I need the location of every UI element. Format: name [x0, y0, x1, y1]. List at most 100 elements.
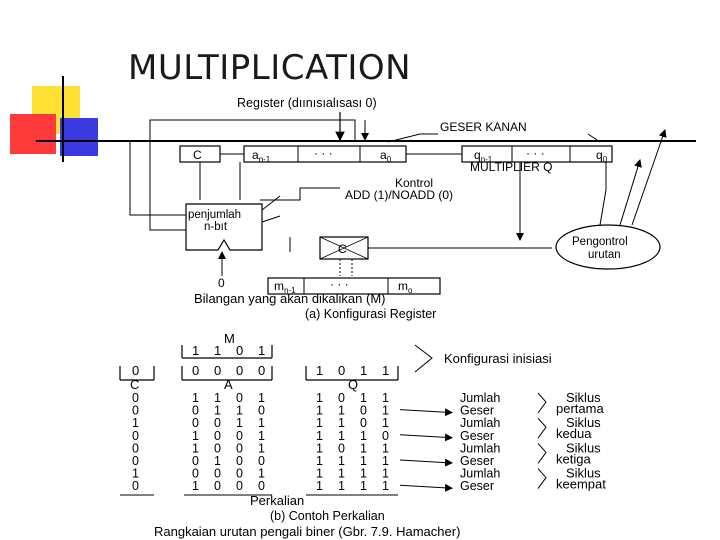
row-q-bit: 1 — [338, 467, 345, 481]
cycle-label-1: Siklus — [566, 390, 601, 405]
operation-label: Geser — [460, 454, 494, 468]
row-q-bit: 1 — [316, 441, 323, 455]
row-q-bit: 0 — [360, 404, 367, 418]
row-a-bit: 0 — [236, 454, 243, 468]
a-low-label: a — [380, 148, 387, 162]
m-bit: 1 — [192, 343, 199, 358]
a-low-sub: 0 — [387, 155, 392, 164]
row-q-bit: 0 — [338, 391, 345, 405]
row-q-bit: 1 — [360, 467, 367, 481]
adder-label-2: n-bıt — [204, 221, 228, 233]
control-label: Kontrol — [395, 176, 433, 190]
cycle-label-2: pertama — [556, 401, 604, 416]
mux-label: C — [338, 242, 347, 256]
row-c-bit: 0 — [132, 441, 139, 455]
row-q-bit: 1 — [316, 454, 323, 468]
cycle-label-2: kedua — [556, 426, 592, 441]
operation-label: Geser — [460, 404, 494, 418]
m-bit: 1 — [214, 343, 221, 358]
row-a-bit: 0 — [214, 467, 221, 481]
m-header: M — [224, 331, 235, 346]
cycle-label-2: keempat — [556, 477, 606, 492]
row-c-bit: 1 — [132, 416, 139, 430]
row-q-bit: 1 — [382, 404, 389, 418]
row-q-bit: 1 — [382, 467, 389, 481]
row-q-bit: 1 — [316, 404, 323, 418]
row-a-bit: 1 — [192, 391, 199, 405]
row-q-bit: 1 — [382, 454, 389, 468]
row-q-bit: 1 — [360, 454, 367, 468]
row-c-bit: 0 — [132, 391, 139, 405]
init-q-bit: 1 — [382, 363, 389, 378]
operation-label: Jumlah — [460, 467, 500, 481]
m-bit: 1 — [258, 343, 265, 358]
seq-ctrl-label-1: Pengontrol — [572, 236, 628, 248]
row-a-bit: 0 — [192, 404, 199, 418]
row-a-bit: 1 — [236, 416, 243, 430]
cycle-label-1: Siklus — [566, 466, 601, 481]
m-high-label: m — [274, 279, 284, 293]
seq-ctrl-label-2: urutan — [588, 249, 621, 261]
svg-text:a0: a0 — [380, 148, 392, 164]
deco-red-square — [10, 114, 56, 154]
row-q-bit: 1 — [338, 416, 345, 430]
cycle-label-2: ketiga — [556, 451, 591, 466]
row-q-bit: 1 — [360, 441, 367, 455]
caption-a: (a) Konfigurasi Register — [305, 307, 436, 321]
row-a-bit: 0 — [192, 416, 199, 430]
c-header: C — [130, 377, 139, 392]
row-a-bit: 0 — [236, 429, 243, 443]
row-a-bit: 0 — [236, 467, 243, 481]
row-a-bit: 1 — [192, 429, 199, 443]
svg-text:mn-1: mn-1 — [274, 279, 296, 295]
row-a-bit: 0 — [236, 391, 243, 405]
row-a-bit: 1 — [258, 441, 265, 455]
q-high-sub: n-1 — [481, 155, 493, 164]
a-high-sub: n-1 — [259, 155, 271, 164]
row-a-bit: 0 — [214, 441, 221, 455]
row-a-bit: 0 — [192, 467, 199, 481]
row-a-bit: 0 — [258, 479, 265, 493]
row-q-bit: 1 — [338, 404, 345, 418]
shift-right-label: GESER KANAN — [440, 120, 527, 134]
m-register — [267, 277, 441, 295]
row-a-bit: 1 — [214, 404, 221, 418]
row-a-bit: 1 — [214, 454, 221, 468]
init-config-label: Konfigurasi inisiasi — [444, 351, 552, 366]
carry-in: 0 — [218, 276, 225, 290]
operation-label: Jumlah — [460, 416, 500, 430]
init-q-bit: 0 — [338, 363, 345, 378]
a-high-label: a — [252, 148, 259, 162]
q-high-label: q — [474, 148, 481, 162]
adder-label-1: penjumlah — [188, 209, 241, 221]
row-q-bit: 1 — [382, 391, 389, 405]
row-q-bit: 1 — [316, 391, 323, 405]
row-c-bit: 0 — [132, 479, 139, 493]
slide-title: MULTIPLICATION — [128, 48, 412, 88]
footer-caption: Rangkaian urutan pengali biner (Gbr. 7.9… — [154, 524, 460, 539]
m-high-sub: n-1 — [284, 286, 296, 295]
row-a-bit: 1 — [258, 467, 265, 481]
cycle-label-1: Siklus — [566, 440, 601, 455]
row-q-bit: 0 — [360, 416, 367, 430]
row-q-bit: 1 — [360, 391, 367, 405]
row-a-bit: 0 — [192, 454, 199, 468]
row-a-bit: 1 — [192, 441, 199, 455]
operation-label: Geser — [460, 429, 494, 443]
row-q-bit: 1 — [316, 429, 323, 443]
row-q-bit: 1 — [338, 454, 345, 468]
svg-text:an-1: an-1 — [252, 148, 271, 164]
q-header: Q — [348, 377, 358, 392]
row-q-bit: 1 — [316, 416, 323, 430]
row-q-bit: 1 — [360, 429, 367, 443]
row-a-bit: 1 — [258, 391, 265, 405]
row-c-bit: 0 — [132, 454, 139, 468]
row-q-bit: 1 — [382, 479, 389, 493]
svg-text:mo: mo — [398, 279, 413, 295]
row-q-bit: 1 — [316, 467, 323, 481]
row-q-bit: 1 — [382, 416, 389, 430]
m-low-label: m — [398, 279, 408, 293]
register-label: Regıster (dıınısıalısası 0) — [237, 96, 377, 110]
deco-horizontal-line — [36, 140, 696, 142]
